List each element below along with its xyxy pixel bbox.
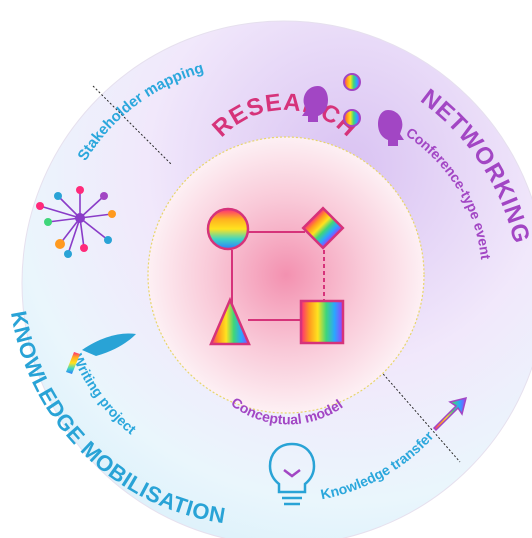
diamond-shape-icon [301, 206, 345, 250]
square-shape-icon [299, 299, 345, 345]
arrow-up-right-icon [432, 396, 468, 432]
network-burst-icon [36, 186, 116, 258]
conceptual-model [206, 206, 345, 346]
quill-pen-icon [66, 333, 136, 374]
conversation-heads-icon [302, 73, 404, 146]
divider-line [377, 367, 461, 463]
lightbulb-icon [268, 442, 316, 506]
divider-line [92, 85, 173, 166]
triangle-shape-icon [209, 296, 251, 346]
circle-shape-icon [206, 207, 250, 251]
research-circle [147, 136, 425, 414]
